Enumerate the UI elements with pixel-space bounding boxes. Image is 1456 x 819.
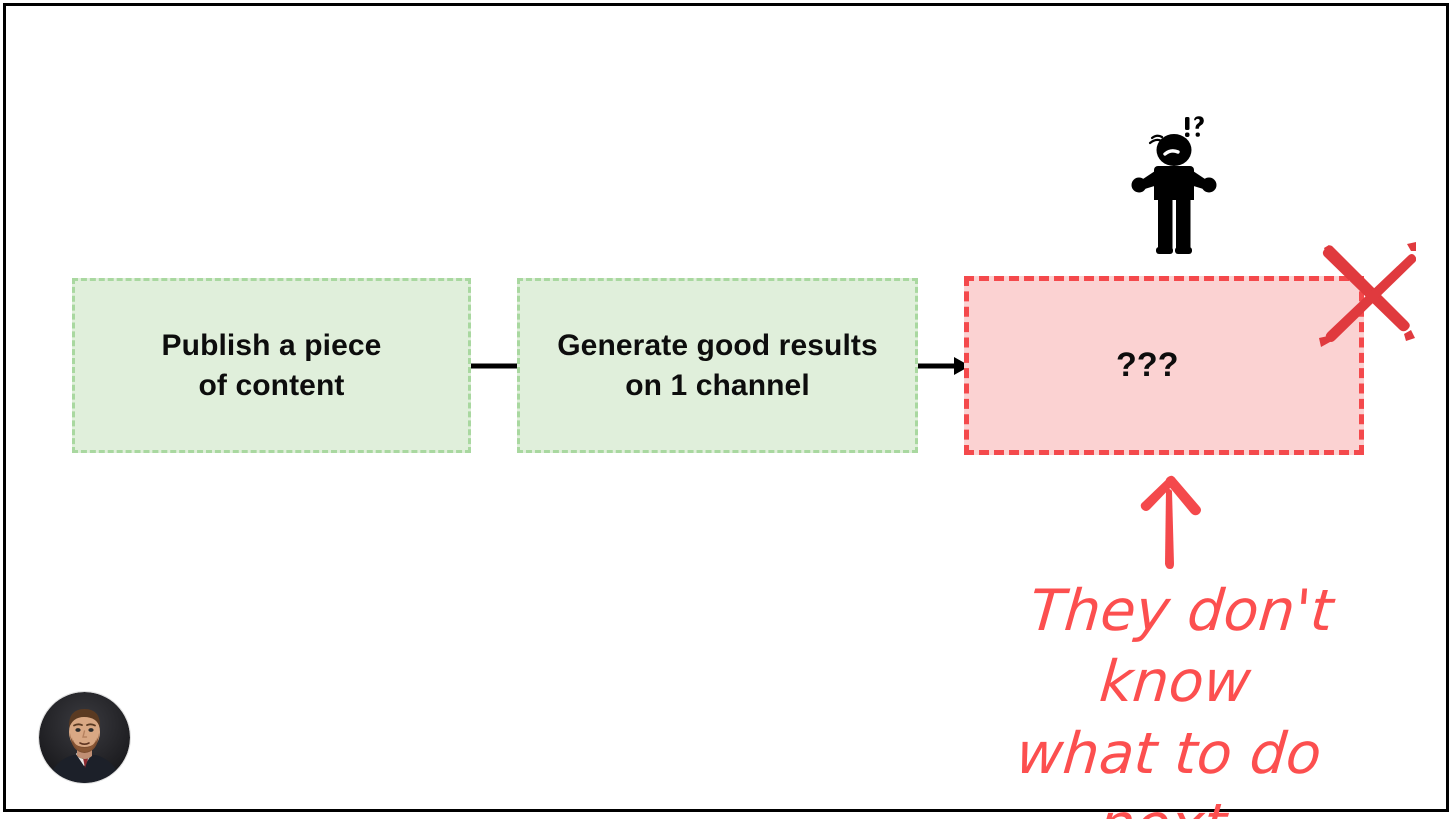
- red-x-cross-out-icon: [1312, 242, 1417, 352]
- flow-node-generate-results[interactable]: Generate good results on 1 channel: [517, 278, 918, 453]
- avatar[interactable]: [39, 692, 130, 783]
- connector-node2-to-node3: [918, 354, 970, 378]
- red-up-arrow-icon: [1135, 473, 1207, 569]
- x-brush-stroke-icon: [1319, 242, 1417, 347]
- flow-node-unknown[interactable]: ???: [964, 276, 1364, 455]
- exclaim-question-emote: [1185, 116, 1204, 137]
- shrug-stick-figure-icon: [1131, 116, 1217, 254]
- flow-node-label: Publish a piece of content: [161, 328, 382, 402]
- arrow-up-hand-drawn-icon: [1140, 475, 1201, 569]
- flow-node-publish-content[interactable]: Publish a piece of content: [72, 278, 471, 453]
- flow-node-label: Generate good results on 1 channel: [557, 328, 878, 402]
- arrow-right-icon: [918, 357, 970, 375]
- confused-person-icon: [1128, 116, 1228, 256]
- avatar-photo-icon: [39, 692, 130, 783]
- connector-node1-to-node2: [471, 357, 518, 369]
- handwritten-note: They don't know what to do next: [1013, 578, 1336, 819]
- connector-line-icon: [471, 363, 518, 369]
- flow-node-label: ???: [1116, 346, 1179, 384]
